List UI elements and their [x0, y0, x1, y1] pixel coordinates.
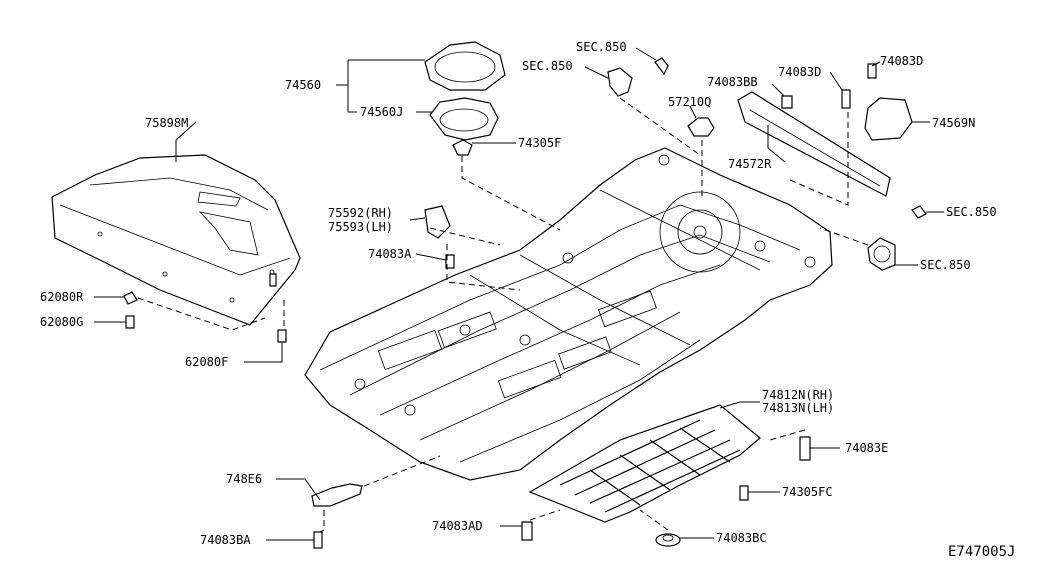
label-74813n: 74813N(LH) — [762, 401, 834, 415]
label-62080g: 62080G — [40, 315, 83, 329]
label-75898m: 75898M — [145, 116, 188, 130]
label-74560j: 74560J — [360, 105, 403, 119]
label-57210q: 57210Q — [668, 95, 711, 109]
label-62080f: 62080F — [185, 355, 228, 369]
label-sec850-d: SEC.850 — [920, 258, 971, 272]
label-74560: 74560 — [285, 78, 321, 92]
part-labels: 74560 74560J 74305F SEC.850 SEC.850 5721… — [40, 40, 1015, 560]
label-74083d-2: 74083D — [880, 54, 923, 68]
dashed-lines — [137, 97, 869, 533]
label-sec850-a: SEC.850 — [522, 59, 573, 73]
fasteners — [125, 63, 877, 549]
label-74569n: 74569N — [932, 116, 975, 130]
label-sec850-c: SEC.850 — [946, 205, 997, 219]
label-75592: 75592(RH) — [328, 206, 393, 220]
small-parts — [123, 57, 927, 547]
label-74305f: 74305F — [518, 136, 561, 150]
label-74083a: 74083A — [368, 247, 412, 261]
label-75593: 75593(LH) — [328, 220, 393, 234]
label-74083ad: 74083AD — [432, 519, 483, 533]
label-sec850-b: SEC.850 — [576, 40, 627, 54]
floor-panel — [304, 147, 833, 481]
front-undercover — [51, 154, 301, 326]
label-74083e: 74083E — [845, 441, 888, 455]
rear-undercover — [528, 404, 761, 523]
diagram-id: E747005J — [948, 544, 1015, 560]
label-74305fc: 74305FC — [782, 485, 833, 499]
label-74083d-1: 74083D — [778, 65, 821, 79]
label-74083bc: 74083BC — [716, 531, 767, 545]
label-62080r: 62080R — [40, 290, 84, 304]
label-74083bb: 74083BB — [707, 75, 758, 89]
label-74572r: 74572R — [728, 157, 772, 171]
label-74083ba: 74083BA — [200, 533, 251, 547]
top-panel-74560 — [424, 41, 506, 156]
label-74812n: 74812N(RH) — [762, 388, 834, 402]
leader-lines — [94, 47, 944, 541]
label-748e6: 748E6 — [226, 472, 262, 486]
